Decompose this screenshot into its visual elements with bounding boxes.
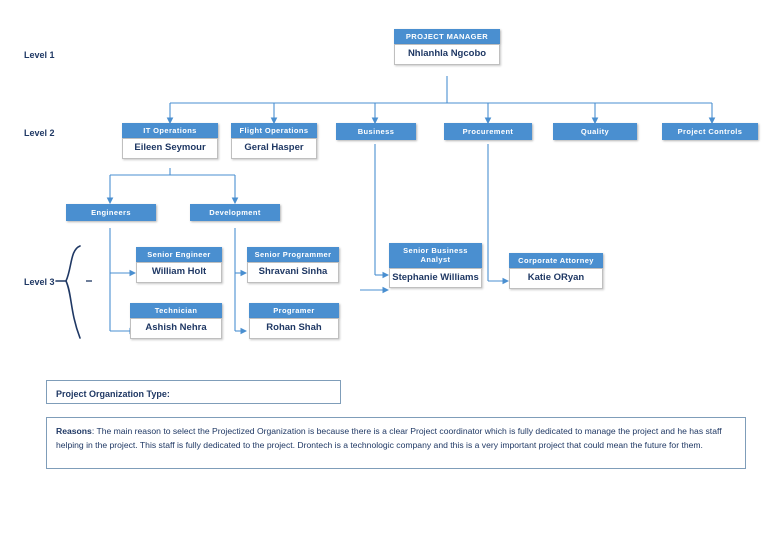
node-senior-engineer[interactable]: Senior Engineer William Holt <box>136 247 222 283</box>
node-programer[interactable]: Programer Rohan Shah <box>249 303 339 339</box>
node-business[interactable]: Business <box>336 123 416 141</box>
node-quality[interactable]: Quality <box>553 123 637 141</box>
level-label-2: Level 2 <box>24 128 55 138</box>
node-name: Stephanie Williams <box>389 267 482 289</box>
node-name: Geral Hasper <box>231 138 317 159</box>
node-title: Project Controls <box>662 123 758 141</box>
node-title: Programer <box>249 303 339 319</box>
node-name: Eileen Seymour <box>122 138 218 159</box>
node-procurement[interactable]: Procurement <box>444 123 532 141</box>
node-flight-operations[interactable]: Flight Operations Geral Hasper <box>231 123 317 159</box>
node-name: William Holt <box>136 262 222 283</box>
node-title: Flight Operations <box>231 123 317 139</box>
node-title: Development <box>190 204 280 222</box>
node-title: IT Operations <box>122 123 218 139</box>
project-organization-type-field[interactable]: Project Organization Type: <box>46 380 341 404</box>
node-development[interactable]: Development <box>190 204 280 222</box>
reasons-text: : The main reason to select the Projecti… <box>56 426 722 450</box>
node-name: Ashish Nehra <box>130 318 222 339</box>
node-senior-business-analyst[interactable]: Senior Business Analyst Stephanie Willia… <box>389 243 482 289</box>
node-title: Senior Business Analyst <box>389 243 482 268</box>
node-title: Senior Engineer <box>136 247 222 263</box>
node-name: Shravani Sinha <box>247 262 339 283</box>
reasons-field[interactable]: Reasons: The main reason to select the P… <box>46 417 746 469</box>
project-organization-type-label: Project Organization Type: <box>56 389 170 399</box>
node-title: Engineers <box>66 204 156 222</box>
node-senior-programmer[interactable]: Senior Programmer Shravani Sinha <box>247 247 339 283</box>
node-name: Nhlanhla Ngcobo <box>394 44 500 65</box>
node-title: Procurement <box>444 123 532 141</box>
node-engineers[interactable]: Engineers <box>66 204 156 222</box>
node-title: Business <box>336 123 416 141</box>
node-title: Senior Programmer <box>247 247 339 263</box>
node-project-manager[interactable]: PROJECT MANAGER Nhlanhla Ngcobo <box>394 29 500 65</box>
node-it-operations[interactable]: IT Operations Eileen Seymour <box>122 123 218 159</box>
node-title: Technician <box>130 303 222 319</box>
node-name: Katie ORyan <box>509 268 603 289</box>
node-technician[interactable]: Technician Ashish Nehra <box>130 303 222 339</box>
node-title: Corporate Attorney <box>509 253 603 269</box>
node-title: Quality <box>553 123 637 141</box>
node-title: PROJECT MANAGER <box>394 29 500 45</box>
level-label-3: Level 3 <box>24 277 55 287</box>
node-name: Rohan Shah <box>249 318 339 339</box>
node-project-controls[interactable]: Project Controls <box>662 123 758 141</box>
level-label-1: Level 1 <box>24 50 55 60</box>
reasons-label: Reasons <box>56 426 92 436</box>
node-corporate-attorney[interactable]: Corporate Attorney Katie ORyan <box>509 253 603 289</box>
